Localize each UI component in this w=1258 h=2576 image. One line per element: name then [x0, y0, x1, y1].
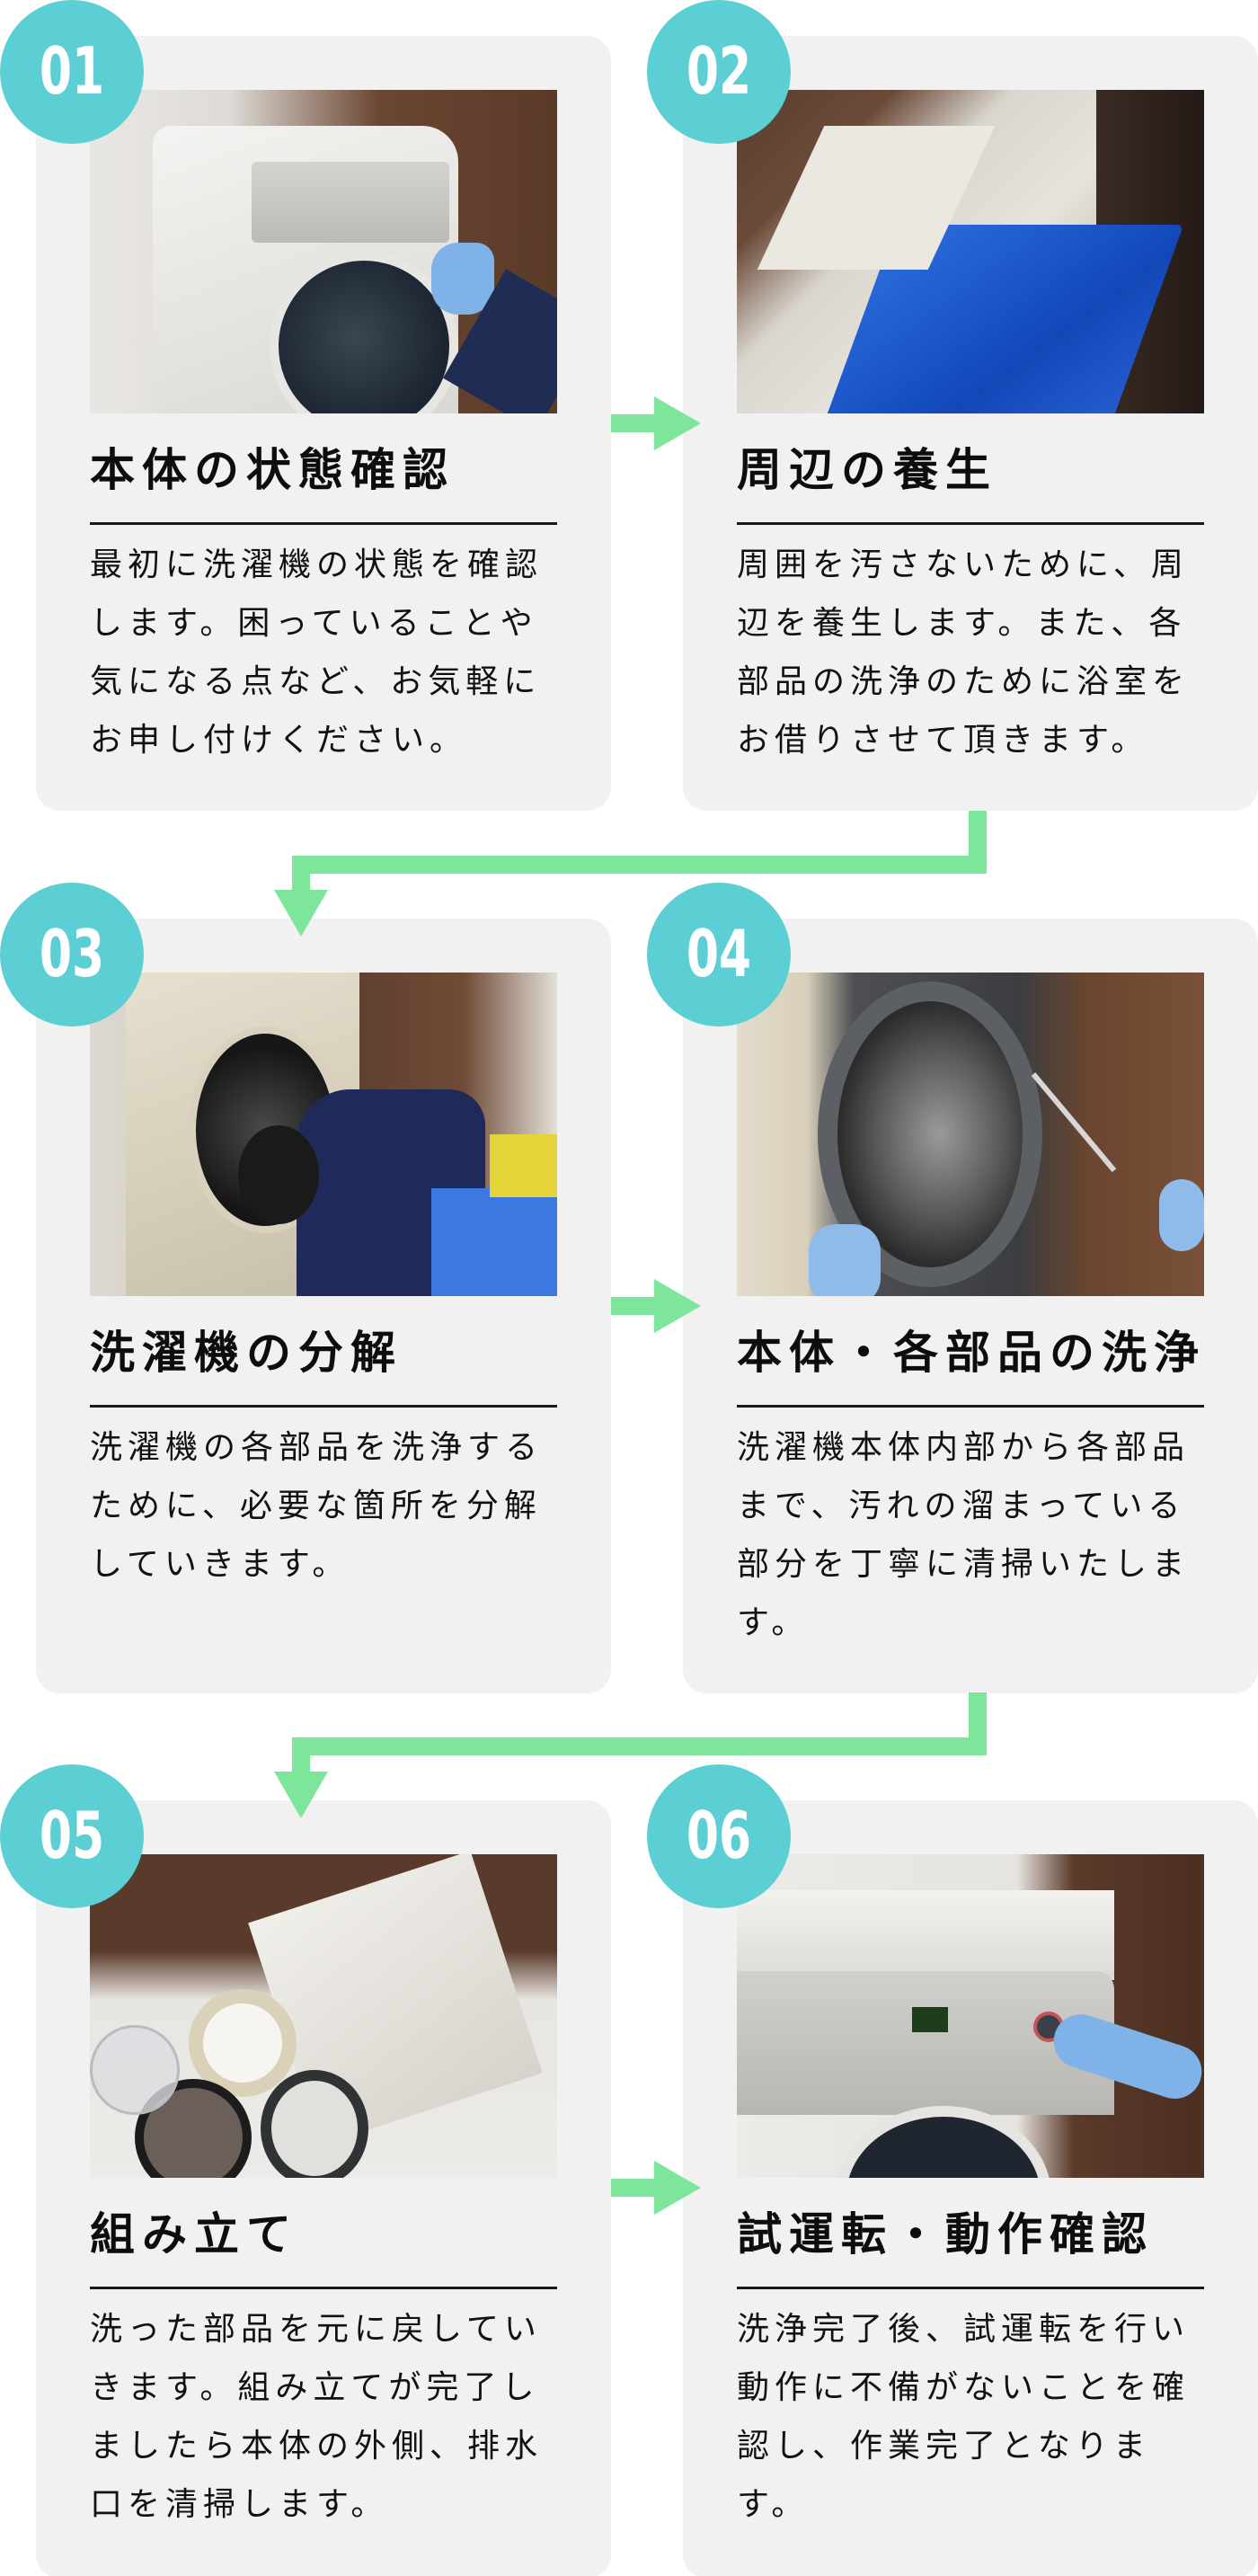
step-card-06: 試運転・動作確認 洗浄完了後、試運転を行い動作に不備がないことを確認し、作業完了… — [683, 1800, 1258, 2576]
connector-horizontal — [292, 1737, 987, 1755]
step-title: 本体・各部品の洗浄 — [737, 1327, 1206, 1379]
step-number: 01 — [39, 33, 105, 109]
step-number-badge-04: 04 — [647, 883, 791, 1026]
step-title: 洗濯機の分解 — [90, 1327, 403, 1379]
step-number: 05 — [39, 1798, 105, 1873]
gloved-hand — [431, 243, 494, 315]
clear-cover — [90, 2025, 180, 2115]
step-photo-04 — [737, 973, 1204, 1296]
divider — [90, 1405, 557, 1408]
arrow-right-head-icon — [654, 1279, 701, 1333]
divider — [737, 2287, 1204, 2289]
step-number-badge-05: 05 — [0, 1764, 144, 1908]
machine-top — [737, 1890, 1114, 1980]
step-description: 最初に洗濯機の状態を確認します。困っていることや気になる点など、お気軽にお申し付… — [90, 546, 544, 759]
step-description: 洗濯機本体内部から各部品まで、汚れの溜まっている部分を丁寧に清掃いたします。 — [737, 1429, 1191, 1641]
step-number-badge-03: 03 — [0, 883, 144, 1026]
step-number: 02 — [686, 33, 752, 109]
divider — [90, 2287, 557, 2289]
step-number: 06 — [686, 1798, 752, 1873]
step-title: 試運転・動作確認 — [737, 2208, 1154, 2261]
connector-down — [292, 856, 310, 892]
step-number: 04 — [686, 916, 752, 991]
divider — [90, 522, 557, 525]
step-photo-03 — [90, 973, 557, 1296]
step-number-badge-02: 02 — [647, 0, 791, 144]
door-window — [270, 252, 458, 413]
arrow-right-icon — [611, 2179, 654, 2197]
step-card-05: 組み立て 洗った部品を元に戻していきます。組み立てが完了しましたら本体の外側、排… — [36, 1800, 611, 2576]
step-card-02: 周辺の養生 周囲を汚さないために、周辺を養生します。また、各部品の洗浄のために浴… — [683, 36, 1258, 811]
connector-horizontal — [292, 856, 987, 874]
step-number-badge-06: 06 — [647, 1764, 791, 1908]
gloved-hand-left — [809, 1224, 881, 1296]
door-window — [836, 2106, 1051, 2178]
control-panel — [737, 1971, 1114, 2115]
technician-head — [238, 1125, 319, 1224]
blue-tarp — [431, 1188, 557, 1296]
spray-nozzle — [1031, 1072, 1117, 1173]
step-photo-01 — [90, 90, 557, 413]
step-description: 洗った部品を元に戻していきます。組み立てが完了しましたら本体の外側、排水口を清掃… — [90, 2311, 544, 2523]
arrow-down-icon — [274, 890, 328, 937]
arrow-right-icon — [611, 1297, 654, 1315]
connector-down — [292, 1737, 310, 1773]
step-number: 03 — [39, 916, 105, 991]
step-photo-06 — [737, 1854, 1204, 2178]
arrow-right-icon — [611, 414, 654, 432]
arrow-right-head-icon — [654, 396, 701, 450]
step-description: 周囲を汚さないために、周辺を養生します。また、各部品の洗浄のために浴室をお借りさ… — [737, 546, 1191, 759]
step-number-badge-01: 01 — [0, 0, 144, 144]
divider — [737, 1405, 1204, 1408]
yellow-cloth — [490, 1134, 557, 1197]
step-title: 組み立て — [90, 2208, 298, 2261]
step-description: 洗濯機の各部品を洗浄するために、必要な箇所を分解していきます。 — [90, 1429, 544, 1583]
arrow-down-icon — [274, 1772, 328, 1818]
arrow-right-head-icon — [654, 2161, 701, 2215]
step-photo-05 — [90, 1854, 557, 2178]
display-green — [912, 2007, 948, 2032]
step-card-04: 本体・各部品の洗浄 洗濯機本体内部から各部品まで、汚れの溜まっている部分を丁寧に… — [683, 919, 1258, 1693]
step-description: 洗浄完了後、試運転を行い動作に不備がないことを確認し、作業完了となります。 — [737, 2311, 1191, 2523]
gloved-hand-right — [1159, 1179, 1204, 1251]
step-photo-02 — [737, 90, 1204, 413]
step-card-03: 洗濯機の分解 洗濯機の各部品を洗浄するために、必要な箇所を分解していきます。 — [36, 919, 611, 1693]
step-card-01: 本体の状態確認 最初に洗濯機の状態を確認します。困っていることや気になる点など、… — [36, 36, 611, 811]
divider — [737, 522, 1204, 525]
control-panel — [252, 162, 449, 243]
step-title: 本体の状態確認 — [90, 444, 455, 496]
door-gasket-2 — [261, 2070, 368, 2178]
step-title: 周辺の養生 — [737, 444, 997, 496]
